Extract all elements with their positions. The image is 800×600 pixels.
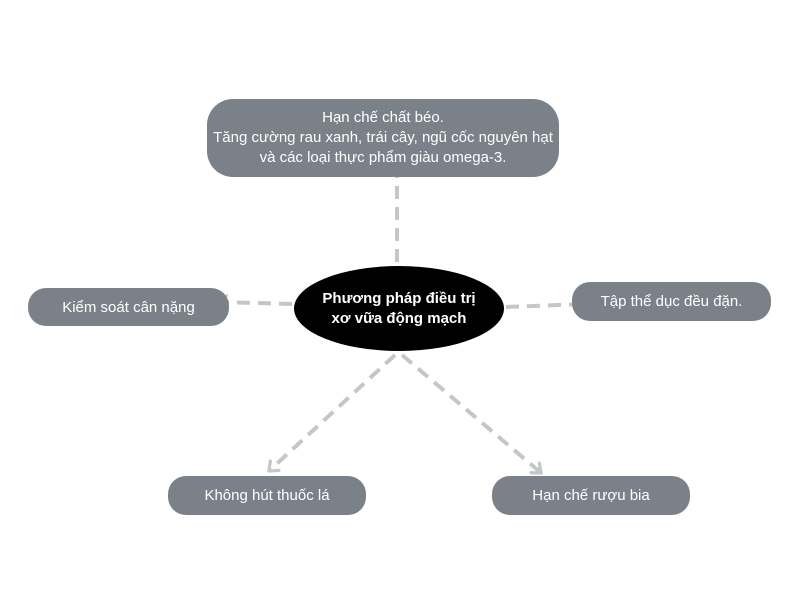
connector-smoke [267,353,397,473]
node-weight-control: Kiểm soát cân nặng [28,288,229,326]
node-weight-label: Kiểm soát cân nặng [62,298,195,316]
node-exercise: Tập thể dục đều đặn. [572,282,771,321]
node-limit-alcohol: Hạn chế rượu bia [492,476,690,515]
connector-exercise [505,296,589,313]
central-topic-label: Phương pháp điều trị xơ vữa động mạch [322,289,476,327]
connector-alcohol [400,353,543,475]
node-diet-advice: Hạn chế chất béo. Tăng cường rau xanh, t… [207,99,559,177]
connector-weight [216,294,293,311]
node-diet-label: Hạn chế chất béo. Tăng cường rau xanh, t… [213,109,553,166]
node-no-smoking: Không hút thuốc lá [168,476,366,515]
central-topic: Phương pháp điều trị xơ vữa động mạch [294,266,504,351]
node-smoke-label: Không hút thuốc lá [204,487,330,504]
node-alcohol-label: Hạn chế rượu bia [532,487,650,504]
node-exercise-label: Tập thể dục đều đặn. [600,293,743,310]
